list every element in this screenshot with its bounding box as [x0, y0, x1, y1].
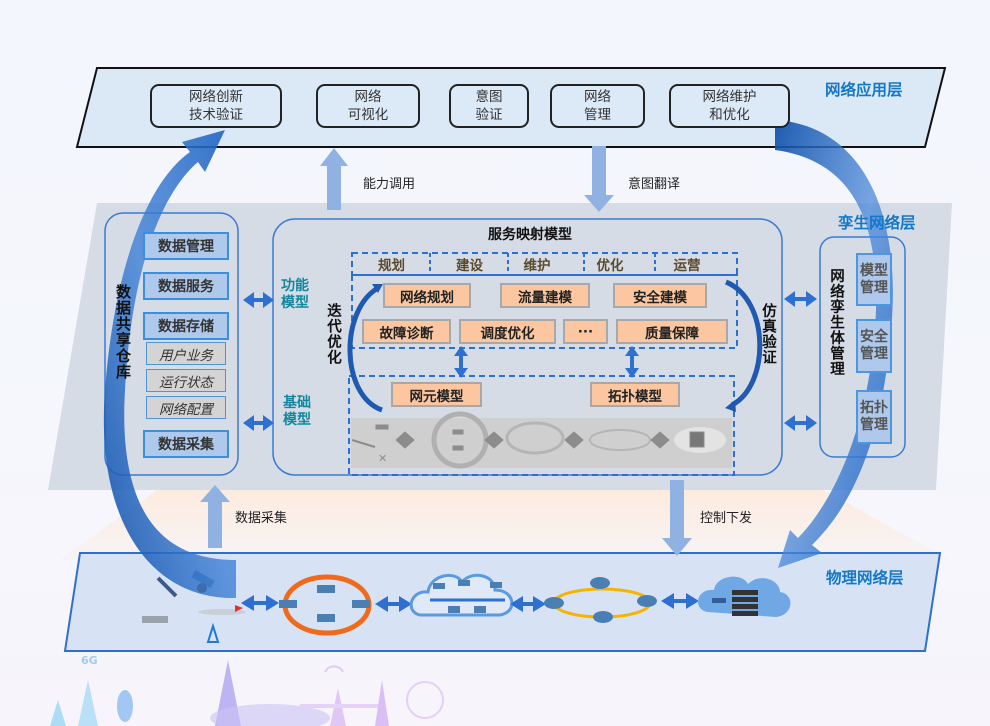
app-box-network-management[interactable]: 网络 管理	[550, 84, 645, 128]
intent-translation-arrow	[584, 146, 614, 212]
base-model-label: 基础模型	[283, 395, 311, 428]
mgmt-line1: 安全	[860, 329, 888, 345]
app-box-line2: 和优化	[709, 107, 750, 123]
mgmt-line1: 拓扑	[860, 400, 888, 416]
phase-dashed-row	[351, 252, 738, 276]
repo-item-data-storage[interactable]: 数据存储	[143, 312, 229, 340]
base-network-element-model[interactable]: 网元模型	[391, 382, 482, 407]
watermark-6g: 6G	[81, 654, 98, 667]
data-collection-label: 数据采集	[235, 511, 288, 526]
function-fault-diagnosis[interactable]: 故障诊断	[362, 319, 451, 344]
skyline-decoration	[50, 660, 444, 726]
control-dispatch-arrow	[662, 480, 692, 556]
physical-network-devices	[142, 570, 791, 643]
mgmt-line2: 管理	[860, 346, 888, 362]
phase-maintenance[interactable]: 维护	[523, 258, 551, 274]
phase-construction[interactable]: 建设	[456, 258, 483, 274]
data-collection-arrow	[200, 485, 230, 548]
mgmt-model-management[interactable]: 模型 管理	[856, 253, 892, 306]
base-topology-model[interactable]: 拓扑模型	[590, 382, 680, 407]
app-box-line2: 验证	[475, 107, 503, 123]
storage-sub-user-service[interactable]: 用户业务	[146, 342, 226, 365]
iterative-optimization-label: 迭代优化	[325, 303, 341, 365]
app-box-intent-verification[interactable]: 意图 验证	[449, 84, 529, 128]
storage-sub-network-config[interactable]: 网络配置	[146, 396, 226, 419]
simulation-verification-arc	[724, 279, 763, 408]
app-box-line1: 意图	[475, 89, 503, 105]
svg-text:✕: ✕	[378, 452, 387, 465]
mapping-vertical-arrows	[454, 346, 639, 378]
left-big-loop-arrow	[103, 130, 236, 599]
mgmt-line2: 管理	[860, 279, 888, 296]
app-box-line1: 网络创新	[189, 89, 243, 105]
control-dispatch-label: 控制下发	[700, 511, 753, 526]
phase-planning[interactable]: 规划	[378, 258, 405, 274]
twin-layer-title: 孪生网络层	[838, 214, 916, 232]
twin-horizontal-arrows	[243, 291, 817, 431]
repo-item-data-service[interactable]: 数据服务	[143, 272, 229, 300]
mgmt-line2: 管理	[860, 417, 888, 433]
function-traffic-modeling[interactable]: 流量建模	[500, 283, 590, 308]
function-model-label: 功能模型	[281, 278, 309, 311]
app-box-line1: 网络维护	[702, 89, 757, 105]
twin-topology-strip	[351, 418, 732, 468]
repo-item-data-collection[interactable]: 数据采集	[143, 430, 229, 458]
function-security-modeling[interactable]: 安全建模	[613, 283, 707, 308]
app-box-maintenance-optimization[interactable]: 网络维护 和优化	[669, 84, 790, 128]
simulation-verification-label: 仿真验证	[760, 303, 776, 365]
function-scheduling-optimization[interactable]: 调度优化	[459, 319, 556, 344]
datacenter-cloud	[697, 576, 791, 617]
right-big-loop-arrow	[775, 120, 893, 568]
storage-sub-running-state[interactable]: 运行状态	[146, 369, 226, 392]
repo-item-data-management[interactable]: 数据管理	[143, 232, 229, 260]
physical-layer-title: 物理网络层	[826, 569, 904, 587]
data-repository-title: 数据共享仓库	[114, 284, 132, 380]
base-dashed-region	[348, 375, 735, 476]
service-mapping-title: 服务映射模型	[488, 227, 572, 243]
mgmt-line1: 模型	[860, 262, 888, 279]
app-box-line2: 技术验证	[189, 107, 243, 123]
function-more[interactable]: ···	[563, 319, 608, 344]
app-box-line1: 网络	[584, 89, 611, 105]
application-layer-title: 网络应用层	[825, 81, 903, 99]
iterative-optimization-arc	[347, 285, 384, 413]
twin-topology-icons: ✕	[351, 411, 726, 469]
intent-translation-label: 意图翻译	[628, 177, 681, 192]
capability-call-label: 能力调用	[363, 177, 416, 192]
capability-call-arrow	[320, 148, 348, 210]
mgmt-security-management[interactable]: 安全 管理	[856, 319, 892, 373]
cell-tower-icon	[206, 622, 220, 643]
mgmt-topology-management[interactable]: 拓扑 管理	[856, 390, 892, 444]
data-repository-frame	[104, 212, 239, 476]
app-box-line1: 网络	[354, 89, 382, 105]
app-box-visualization[interactable]: 网络 可视化	[316, 84, 420, 128]
app-box-line2: 管理	[584, 107, 611, 123]
app-box-innovation-verification[interactable]: 网络创新 技术验证	[150, 84, 282, 128]
function-quality-assurance[interactable]: 质量保障	[616, 319, 728, 344]
function-network-planning[interactable]: 网络规划	[383, 283, 471, 308]
peach-glow	[60, 488, 950, 560]
app-box-line2: 可视化	[347, 107, 389, 123]
twin-management-title: 网络孪生体管理	[828, 268, 844, 377]
phase-optimization[interactable]: 优化	[596, 258, 624, 274]
function-dashed-region	[351, 274, 738, 349]
phase-operation[interactable]: 运营	[673, 258, 701, 274]
